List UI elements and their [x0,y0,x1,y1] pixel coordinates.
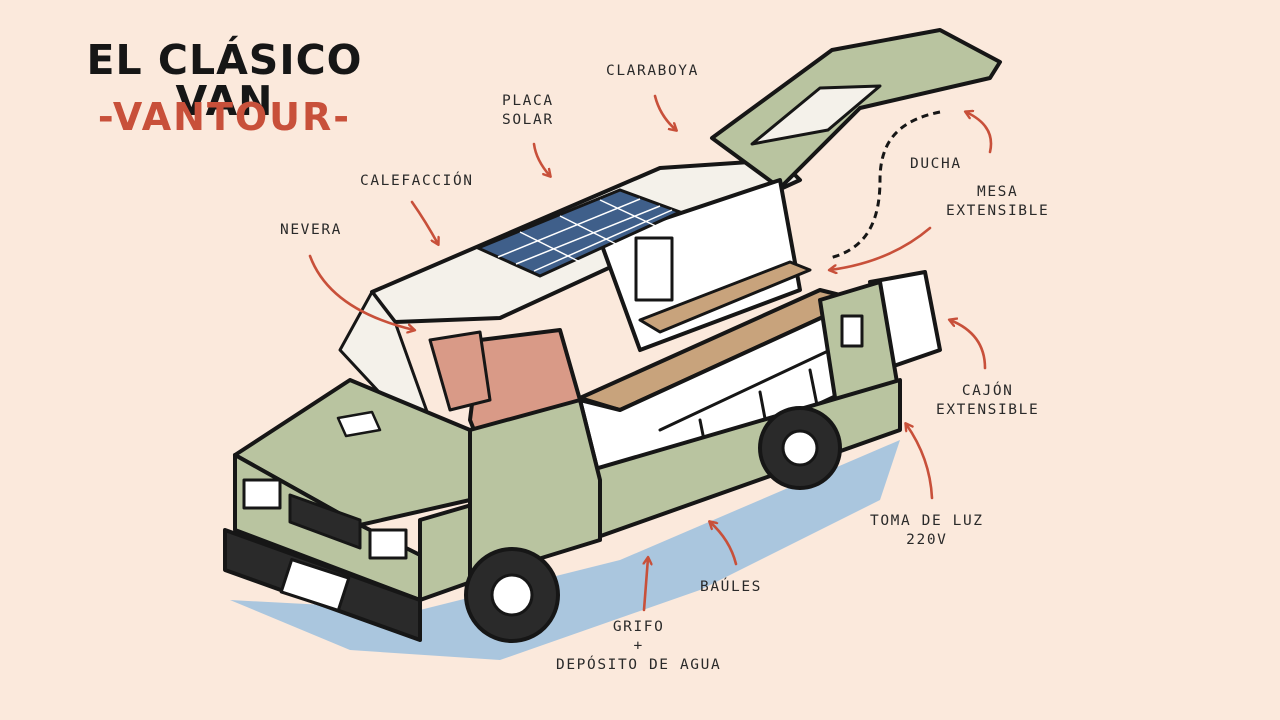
arrow-ducha [966,112,993,154]
label-grifo-deposito: GRIFO + DEPÓSITO DE AGUA [556,619,722,673]
label-ducha: DUCHA [910,156,962,172]
van-body [223,28,1002,643]
solar-panel [474,188,684,278]
label-nevera: NEVERA [280,222,342,238]
front-wheel [464,547,560,643]
interior-wall [598,178,802,352]
arrow-calefaccion [410,200,438,244]
arrow-claraboya [653,94,676,130]
arrow-mesa-extensible [830,226,932,270]
arrow-cajon-extensible [950,320,987,370]
label-toma-de-luz: TOMA DE LUZ 220V [870,513,984,548]
arrow-nevera [308,254,414,330]
label-placa-solar: PLACA SOLAR [502,93,554,128]
ground-shadow [230,440,900,660]
label-cajon-extensible: CAJÓN EXTENSIBLE [936,383,1040,418]
label-mesa-extensible: MESA EXTENSIBLE [946,184,1050,219]
page-title: EL CLÁSICO VAN [86,36,363,125]
rear-wheel [758,406,842,490]
arrow-grifo [644,558,648,612]
arrow-toma-de-luz [906,424,934,500]
annotation-arrows [308,94,993,612]
arrow-placa-solar [532,142,550,176]
label-claraboya: CLARABOYA [606,63,699,79]
rear-tailgate [710,28,1002,190]
label-baules: BAÚLES [700,579,762,595]
shower-hose [829,110,941,260]
page-subtitle: -VANTOUR- [97,95,352,139]
label-calefaccion: CALEFACCIÓN [360,173,474,189]
arrow-baules [710,522,738,566]
